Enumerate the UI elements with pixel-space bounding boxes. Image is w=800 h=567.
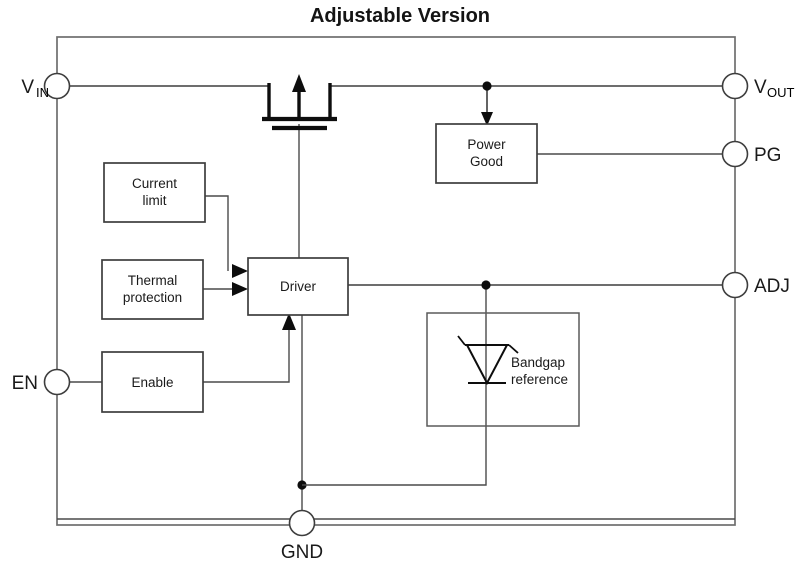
pin-vin-label: V [21, 77, 34, 98]
mosfet-body-arrowhead [292, 74, 306, 92]
pin-pg[interactable]: PG [721, 140, 782, 168]
arrowhead-currentlimit-driver [232, 264, 248, 278]
reference-triangle [465, 344, 509, 386]
power-good-box[interactable] [435, 123, 538, 184]
current-limit-label-line2: limit [143, 193, 167, 208]
wire-enable-to-driver [203, 330, 290, 383]
pin-gnd-circle[interactable] [288, 509, 316, 537]
reference-right-wing [508, 344, 519, 354]
pin-vin-circle[interactable] [43, 72, 71, 100]
thermal-protection-label-line2: protection [123, 290, 182, 305]
pin-vout-circle[interactable] [721, 72, 749, 100]
block-bandgap-reference[interactable]: Bandgap reference [426, 312, 580, 427]
pin-vout-subscript: OUT [767, 85, 795, 100]
arrowhead-thermal-driver [232, 282, 248, 296]
pin-gnd[interactable]: GND [281, 509, 323, 564]
current-limit-label-line1: Current [132, 176, 177, 191]
enable-box[interactable] [101, 351, 204, 413]
arrowhead-into-powergood [481, 112, 493, 126]
block-power-good[interactable]: Power Good [435, 123, 538, 184]
reference-left-wing [457, 335, 466, 346]
block-enable[interactable]: Enable [101, 351, 204, 413]
pin-gnd-label: GND [281, 542, 323, 563]
thermal-protection-label-line1: Thermal [128, 273, 178, 288]
pin-vin-subscript: IN [36, 85, 49, 100]
driver-box[interactable] [247, 257, 349, 316]
arrowhead-enable-driver [282, 313, 296, 330]
block-current-limit[interactable]: Current limit [103, 162, 206, 223]
block-driver[interactable]: Driver [247, 257, 349, 316]
pin-adj[interactable]: ADJ [721, 271, 790, 299]
shunt-reference-symbol [457, 335, 519, 386]
driver-label: Driver [280, 279, 317, 294]
current-limit-box[interactable] [103, 162, 206, 223]
wire-currentlimit-to-driver [205, 195, 229, 271]
pass-mosfet-symbol [262, 74, 337, 131]
pin-adj-circle[interactable] [721, 271, 749, 299]
pin-pg-circle[interactable] [721, 140, 749, 168]
pin-vin[interactable]: V IN [21, 72, 71, 101]
pin-en-circle[interactable] [43, 368, 71, 396]
enable-label: Enable [131, 375, 173, 390]
bandgap-reference-label-line2: reference [511, 372, 568, 387]
page-title: Adjustable Version [310, 5, 490, 27]
pin-adj-label: ADJ [754, 276, 790, 297]
block-thermal-protection[interactable]: Thermal protection [101, 259, 204, 320]
bandgap-reference-label-line1: Bandgap [511, 355, 565, 370]
wire-adj-to-bandgap-gnd [302, 285, 487, 486]
bandgap-reference-box[interactable] [426, 312, 580, 427]
pin-vout[interactable]: V OUT [721, 72, 795, 101]
power-good-label-line2: Good [470, 154, 503, 169]
junction-dot-vout [482, 81, 492, 91]
pin-vout-label: V [754, 77, 767, 98]
junction-dot-adj [481, 280, 491, 290]
pin-pg-label: PG [754, 145, 781, 166]
pin-en-label: EN [12, 373, 38, 394]
power-good-label-line1: Power [467, 137, 506, 152]
thermal-protection-box[interactable] [101, 259, 204, 320]
pin-en[interactable]: EN [12, 368, 71, 396]
